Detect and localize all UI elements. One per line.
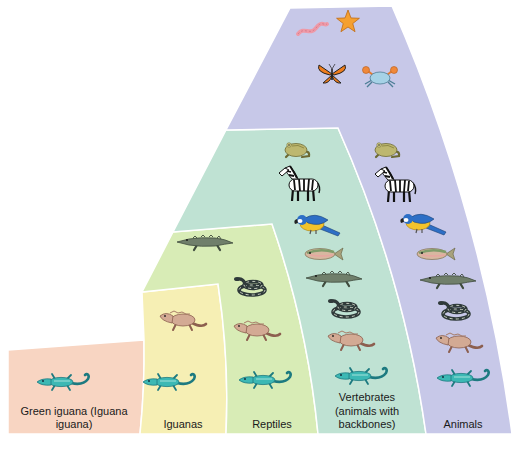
band-label: Animals [425, 418, 501, 431]
band-label: Reptiles [231, 418, 313, 431]
band-outline [8, 340, 144, 434]
band-outline [140, 284, 227, 434]
band-shape [173, 128, 426, 434]
band-outline [226, 6, 512, 434]
taxon-band: Reptiles [142, 224, 318, 434]
band-shape [140, 284, 230, 434]
band-label: Green iguana (Iguana iguana) [14, 405, 134, 431]
band-shape [226, 6, 512, 434]
band-outline [173, 128, 426, 434]
taxon-band: Vertebrates (animals with backbones) [173, 128, 426, 434]
taxon-band: Iguanas [140, 284, 230, 434]
band-label: Vertebrates (animals with backbones) [318, 391, 416, 431]
band-label: Iguanas [144, 418, 222, 431]
band-shape [142, 224, 318, 434]
taxon-band: Green iguana (Iguana iguana) [8, 340, 145, 434]
taxon-band: Animals [226, 6, 512, 434]
